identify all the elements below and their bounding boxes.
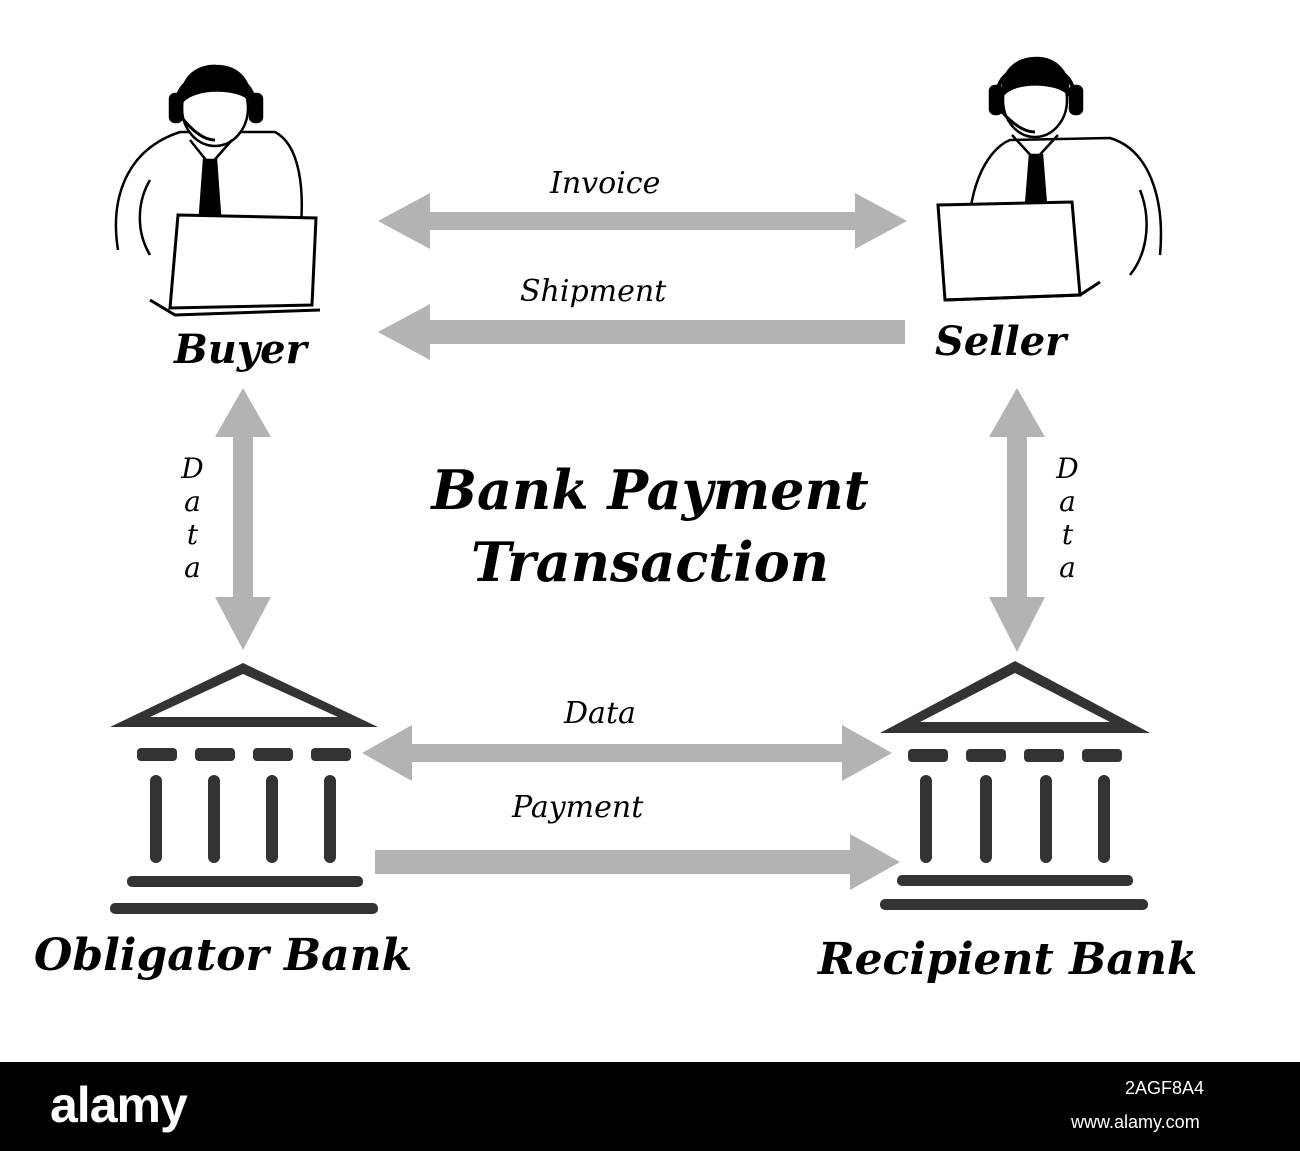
- alamy-logo: alamy: [50, 1077, 188, 1133]
- buyer-bank-data-label: Data: [172, 452, 212, 584]
- buyer-person-icon: [114, 64, 321, 317]
- diagram-canvas: Buyer Seller Invoice Shipment Data Data …: [34, 56, 1198, 985]
- bank-data-arrow: [362, 725, 892, 781]
- seller-person-icon: [936, 56, 1163, 302]
- payment-arrow: [375, 834, 900, 890]
- diagram-title-line2: Transaction: [471, 530, 829, 594]
- buyer-label: Buyer: [174, 326, 307, 373]
- recipient-bank-icon: [880, 661, 1150, 910]
- image-id: 2AGF8A4: [1125, 1078, 1205, 1098]
- vertical-data-text: Data: [1051, 452, 1084, 584]
- diagram-graphics: [110, 56, 1163, 914]
- recipient-bank-label: Recipient Bank: [818, 934, 1198, 985]
- shipment-arrow: [378, 304, 905, 360]
- obligator-bank-icon: [110, 663, 378, 914]
- vertical-data-text: Data: [176, 452, 209, 584]
- site-url: www.alamy.com: [1071, 1112, 1200, 1132]
- diagram-title-line1: Bank Payment: [431, 458, 869, 522]
- seller-bank-data-label: Data: [1047, 452, 1087, 584]
- shipment-label: Shipment: [520, 274, 667, 309]
- seller-bank-data-arrow: [989, 388, 1045, 652]
- invoice-label: Invoice: [550, 166, 661, 201]
- seller-label: Seller: [935, 318, 1067, 365]
- invoice-arrow: [378, 193, 907, 249]
- payment-label: Payment: [512, 790, 644, 825]
- bank-data-label: Data: [564, 696, 636, 731]
- obligator-bank-label: Obligator Bank: [34, 930, 413, 981]
- watermark-footer: alamy 2AGF8A4 www.alamy.com: [0, 1062, 1300, 1151]
- buyer-bank-data-arrow: [215, 388, 271, 650]
